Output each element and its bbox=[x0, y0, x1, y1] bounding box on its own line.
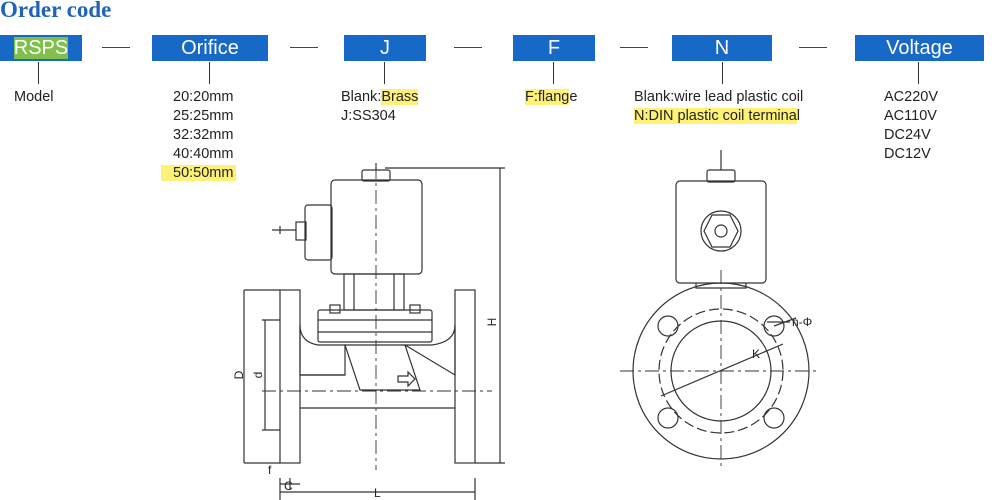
coil-blank-option: Blank:wire lead plastic coil bbox=[634, 89, 804, 105]
code-box-n: N bbox=[672, 35, 772, 61]
material-blank-value: Brass bbox=[381, 89, 419, 105]
leader-line-model bbox=[38, 62, 39, 84]
separator-dash bbox=[290, 47, 318, 48]
dimension-label-n-phi: n-Φ bbox=[792, 315, 812, 329]
leader-line-orifice bbox=[209, 62, 210, 84]
separator-dash bbox=[102, 47, 130, 48]
leader-line-coil bbox=[722, 62, 723, 84]
orifice-option: 32:32mm bbox=[173, 127, 234, 143]
voltage-options: AC220V AC110V DC24V DC12V bbox=[884, 88, 938, 164]
voltage-option: DC24V bbox=[884, 127, 931, 143]
orifice-option: 20:20mm bbox=[173, 89, 234, 105]
flange-option-highlighted: F:flang bbox=[525, 89, 570, 105]
dimension-label-d-outer: D bbox=[232, 370, 246, 379]
dimension-label-c: C bbox=[284, 479, 293, 493]
material-options: Blank:Brass J:SS304 bbox=[341, 88, 419, 126]
voltage-option: AC220V bbox=[884, 89, 939, 105]
flange-option: F:flange bbox=[525, 88, 577, 107]
coil-din-rest: l bbox=[796, 108, 800, 124]
dimension-label-h: H bbox=[485, 318, 499, 327]
material-blank-prefix: Blank: bbox=[341, 89, 382, 105]
code-box-j: J bbox=[344, 35, 426, 61]
rsps-code-label: RSPS bbox=[13, 37, 69, 59]
dimension-label-k: K bbox=[752, 347, 760, 361]
flange-option-rest: e bbox=[569, 89, 578, 105]
orifice-option: 40:40mm bbox=[173, 146, 234, 162]
orifice-option: 25:25mm bbox=[173, 108, 234, 124]
page-title: Order code bbox=[0, 0, 112, 22]
model-label: Model bbox=[14, 89, 54, 105]
front-view-drawing bbox=[243, 163, 505, 500]
code-box-rsps: RSPS bbox=[0, 35, 82, 61]
separator-dash bbox=[799, 47, 827, 48]
coil-din-highlighted: N:DIN plastic coil termina bbox=[634, 108, 797, 124]
code-box-orifice: Orifice bbox=[152, 35, 268, 61]
dimension-label-f: f bbox=[268, 463, 272, 477]
leader-line-flange bbox=[553, 62, 554, 84]
code-box-f: F bbox=[513, 35, 595, 61]
separator-dash bbox=[620, 47, 648, 48]
leader-line-voltage bbox=[918, 62, 919, 84]
coil-options: Blank:wire lead plastic coil N:DIN plast… bbox=[634, 88, 803, 126]
material-ss-option: J:SS304 bbox=[341, 108, 396, 124]
leader-line-material bbox=[384, 62, 385, 84]
dimension-label-l: L bbox=[374, 486, 381, 500]
code-box-voltage: Voltage bbox=[855, 35, 984, 61]
dimension-label-d-inner: d bbox=[251, 372, 265, 379]
voltage-option: AC110V bbox=[884, 108, 937, 124]
orifice-options: 20:20mm 25:25mm 32:32mm 40:40mm 50:50mm bbox=[161, 88, 237, 183]
voltage-option: DC12V bbox=[884, 146, 931, 162]
orifice-option-highlighted: 50:50mm bbox=[161, 165, 237, 181]
separator-dash bbox=[454, 47, 482, 48]
